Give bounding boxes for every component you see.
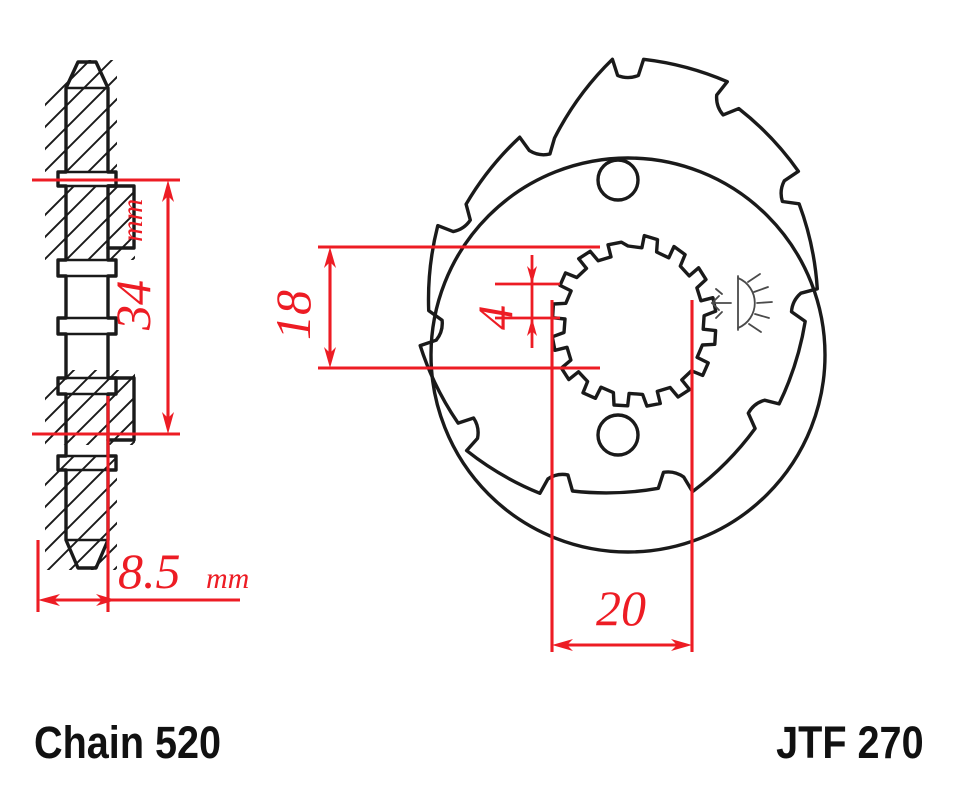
- sprocket-teeth-outline: [418, 57, 819, 495]
- dim-34-arrow-bottom: [162, 412, 174, 434]
- surface-finish-symbol: [710, 273, 773, 333]
- bolt-hole-lower: [596, 413, 640, 457]
- dim-18-arrow-bottom: [324, 347, 336, 368]
- dim-18-value: 18: [265, 290, 321, 340]
- dim-34-unit: mm: [116, 199, 149, 242]
- dim-85-arrow-left: [38, 594, 60, 606]
- dimension-34mm: 34 mm: [32, 178, 180, 436]
- dim-20-value: 20: [596, 580, 646, 636]
- front-view: 18 4 20: [265, 57, 827, 652]
- side-hub-step-upper: [106, 184, 136, 250]
- dim-34-arrow-top: [162, 180, 174, 202]
- dimension-18: 18: [265, 245, 600, 370]
- section-hatching-lower-tooth: [45, 455, 117, 570]
- dimension-4: 4: [467, 255, 560, 348]
- dim-20-arrow-right: [671, 639, 692, 651]
- dim-85-arrow-right: [96, 594, 116, 606]
- dim-4-value: 4: [467, 305, 523, 330]
- side-hub-step-lower: [106, 376, 136, 442]
- section-hatching-upper-hub: [45, 185, 135, 260]
- dim-18-arrow-top: [324, 247, 336, 268]
- dim-85-unit: mm: [206, 562, 249, 595]
- sprocket-web-circle: [429, 156, 827, 554]
- dimension-20: 20: [550, 300, 694, 652]
- dim-85-value: 8.5: [118, 543, 181, 599]
- section-hatching-upper-tooth: [45, 60, 117, 172]
- dim-20-arrow-left: [552, 639, 573, 651]
- splined-bore-outline: [550, 233, 718, 408]
- dim-4-arrow-top: [527, 266, 537, 284]
- dim-4-arrow-bottom: [527, 318, 537, 336]
- section-hatching-lower-hub: [45, 370, 135, 445]
- dim-34-value: 34: [105, 280, 161, 331]
- dimension-8-5mm: 8.5 mm: [36, 396, 249, 612]
- bolt-hole-upper: [596, 158, 640, 202]
